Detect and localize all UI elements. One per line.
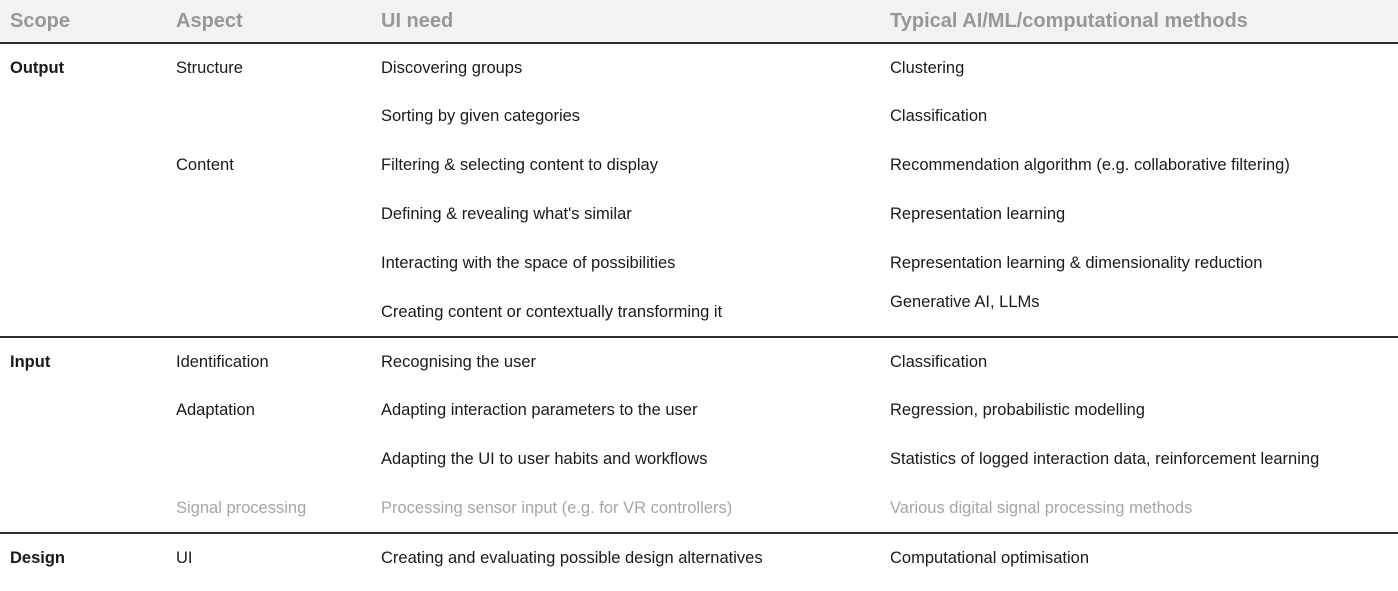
cell-aspect: Signal processing [176,498,307,517]
cell-method: Generative AI, LLMs [890,293,1040,311]
cell-ui-need: Recognising the user [371,336,880,386]
table-row: Design UI Creating and evaluating possib… [0,532,1398,582]
table-row: Input Identification Recognising the use… [0,336,1398,386]
cell-method: Computational optimisation [880,532,1398,582]
table-row: Defining & revealing what's similar Repr… [0,190,1398,239]
cell-method: Classification [890,107,988,125]
table-row: Adaptation Adapting interaction paramete… [0,386,1398,435]
table-header: Scope Aspect UI need Typical AI/ML/compu… [0,0,1398,44]
column-header-methods: Typical AI/ML/computational methods [880,0,1398,44]
table-row: Content Filtering & selecting content to… [0,141,1398,190]
cell-method: Representation learning [890,205,1066,223]
table-row: Creating content or contextually transfo… [0,288,1398,337]
cell-method: Various digital signal processing method… [890,498,1193,517]
cell-aspect [166,288,371,337]
cell-ui-need: Creating content or contextually transfo… [381,302,723,321]
cell-ui-need: Adapting interaction parameters to the u… [381,401,698,419]
cell-method: Classification [880,336,1398,386]
cell-scope [0,141,166,190]
cell-method: Clustering [890,58,965,77]
cell-method: Representation learning & dimensionality… [890,254,1263,272]
cell-scope: Output [10,58,65,77]
cell-ui-need: Interacting with the space of possibilit… [381,254,676,272]
cell-scope [0,92,166,141]
cell-aspect [166,92,371,141]
cell-scope [0,435,166,484]
column-header-aspect: Aspect [166,0,371,44]
cell-scope [0,484,166,533]
cell-method: Regression, probabilistic modelling [890,401,1145,419]
cell-ui-need: Adapting the UI to user habits and workf… [381,450,708,468]
cell-ui-need: Processing sensor input (e.g. for VR con… [381,498,733,517]
cell-aspect: Adaptation [176,401,255,419]
cell-aspect: Content [176,156,234,174]
table-row: Sorting by given categories Classificati… [0,92,1398,141]
cell-scope [0,288,166,337]
cell-scope: Design [0,532,166,582]
section-output: Output Structure Discovering groups Clus… [0,43,1398,337]
header-row: Scope Aspect UI need Typical AI/ML/compu… [0,0,1398,44]
cell-aspect [166,190,371,239]
table-row: Adapting the UI to user habits and workf… [0,435,1398,484]
cell-scope [0,239,166,288]
cell-scope [0,386,166,435]
cell-ui-need: Creating and evaluating possible design … [371,532,880,582]
cell-ui-need: Filtering & selecting content to display [381,156,658,174]
cell-aspect: Structure [176,58,243,77]
cell-ui-need: Sorting by given categories [381,107,581,125]
cell-ui-need: Defining & revealing what's similar [381,205,632,223]
column-header-ui-need: UI need [371,0,880,44]
table-row: Interacting with the space of possibilit… [0,239,1398,288]
cell-method: Statistics of logged interaction data, r… [890,450,1320,468]
cell-scope: Input [0,336,166,386]
table-row: Output Structure Discovering groups Clus… [0,43,1398,92]
cell-aspect: UI [166,532,371,582]
cell-aspect: Identification [166,336,371,386]
section-design: Design UI Creating and evaluating possib… [0,532,1398,582]
column-header-scope: Scope [0,0,166,44]
cell-aspect [166,435,371,484]
cell-scope [0,190,166,239]
cell-aspect [166,239,371,288]
table-row-muted: Signal processing Processing sensor inpu… [0,484,1398,533]
cell-ui-need: Discovering groups [381,58,523,77]
cell-method: Recommendation algorithm (e.g. collabora… [890,156,1290,174]
section-input: Input Identification Recognising the use… [0,336,1398,533]
